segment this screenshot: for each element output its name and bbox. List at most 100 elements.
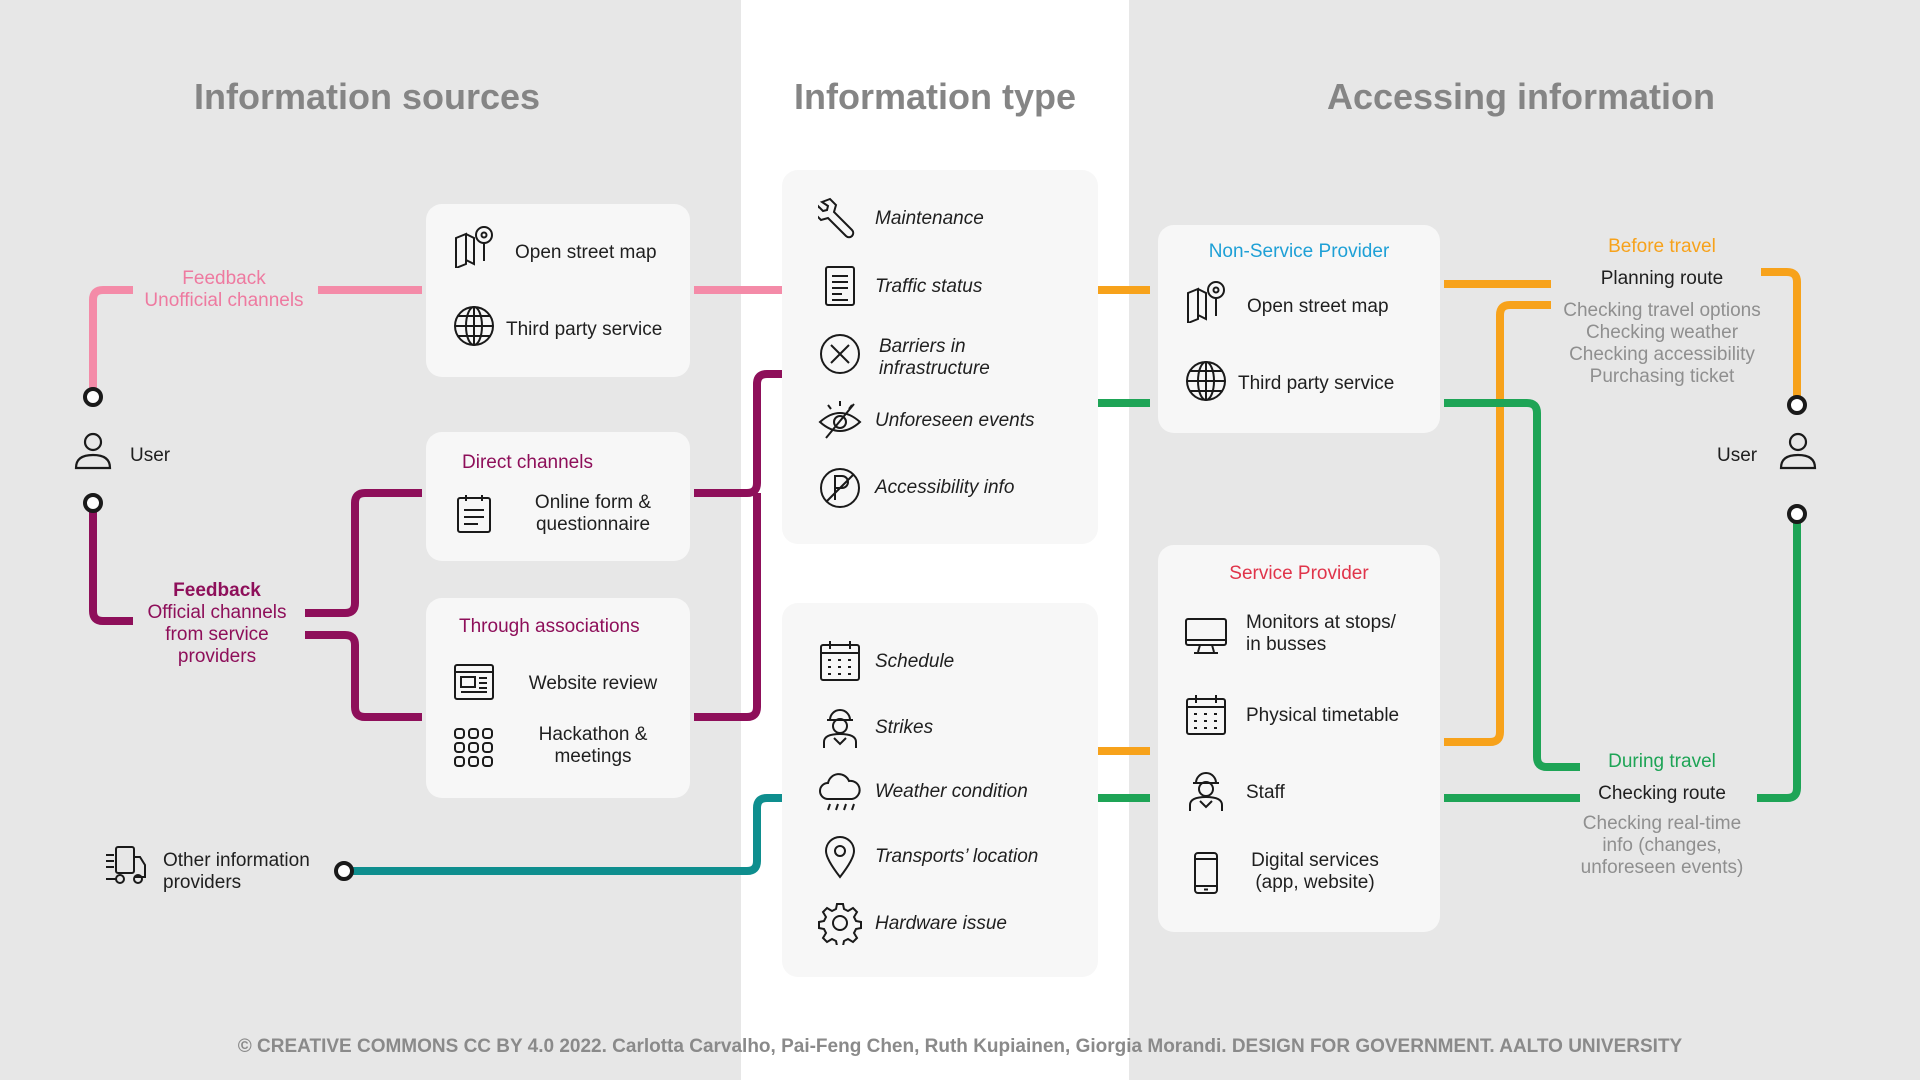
feedback-unofficial-line2: Unofficial channels: [144, 290, 304, 311]
footer-credits: © CREATIVE COMMONS CC BY 4.0 2022. Carlo…: [237, 1036, 1683, 1057]
cloud-rain-icon: [818, 771, 862, 815]
card-service-provider: Service Provider Monitors at stops/ in b…: [1158, 545, 1440, 932]
user-icon: [71, 428, 115, 472]
monitor-icon: [1184, 613, 1228, 657]
accessibility-icon: [818, 466, 862, 510]
type-maintenance: Maintenance: [875, 208, 984, 229]
purple-line-to-type: [694, 370, 794, 497]
card-non-service-provider: Non-Service Provider Open street map Thi…: [1158, 225, 1440, 433]
before-travel-subs: Checking travel options Checking weather…: [1512, 300, 1812, 388]
website-icon: [452, 660, 496, 704]
access-staff: Staff: [1246, 782, 1285, 803]
column-title-type: Information type: [793, 76, 1076, 117]
other-providers-line2: providers: [163, 872, 242, 893]
type-transports-location: Transports’ location: [875, 846, 1039, 867]
before-sub-ticket: Purchasing ticket: [1589, 366, 1735, 387]
feedback-official-line4: providers: [177, 646, 257, 667]
access-digital-line1: Digital services: [1251, 850, 1379, 871]
source-open-street-map: Open street map: [515, 242, 657, 263]
worker-icon: [1184, 769, 1228, 813]
type-accessibility: Accessibility info: [875, 477, 1015, 498]
source-hackathon-line1: Hackathon &: [538, 724, 648, 745]
type-barriers-line2: infrastructure: [879, 358, 990, 379]
before-sub-travel-options: Checking travel options: [1563, 300, 1761, 321]
column-title-accessing: Accessing information: [1326, 76, 1716, 117]
teal-line: [344, 794, 794, 875]
other-providers-line1: Other information: [163, 850, 310, 871]
feedback-official-line2: Official channels: [147, 602, 287, 623]
pink-line-user: [89, 286, 133, 397]
user-icon: [1776, 428, 1820, 472]
type-schedule: Schedule: [875, 651, 955, 672]
phone-icon: [1184, 851, 1228, 895]
calendar-icon: [818, 639, 862, 683]
globe-icon: [452, 304, 496, 348]
document-icon: [818, 264, 862, 308]
form-icon: [452, 492, 496, 536]
access-digital-services: Digital services (app, website): [1240, 850, 1390, 894]
access-monitors-line2: in busses: [1246, 634, 1327, 655]
source-online-form: Online form & questionnaire: [508, 492, 678, 536]
access-third-party: Third party service: [1238, 373, 1395, 394]
node-right-user-top: [1787, 395, 1807, 415]
wrench-icon: [818, 196, 862, 240]
associations-header: Through associations: [459, 616, 640, 637]
before-travel-header: Before travel: [1608, 236, 1716, 257]
truck-icon: [104, 843, 148, 887]
node-user-bottom: [83, 493, 103, 513]
grid-icon: [452, 726, 496, 770]
planning-route: Planning route: [1600, 268, 1724, 289]
type-barriers: Barriers in infrastructure: [879, 336, 990, 380]
column-title-sources: Information sources: [193, 76, 541, 117]
card-info-types-2: Schedule Strikes Weather condition Trans…: [782, 603, 1098, 977]
type-traffic-status: Traffic status: [875, 276, 983, 297]
feedback-official-line1: Feedback: [173, 580, 261, 601]
type-unforeseen: Unforeseen events: [875, 410, 1035, 431]
cross-circle-icon: [818, 332, 862, 376]
during-travel-subs: Checking real-time info (changes, unfore…: [1512, 813, 1812, 879]
calendar-icon: [1184, 693, 1228, 737]
source-hackathon: Hackathon & meetings: [508, 724, 678, 768]
access-open-street-map: Open street map: [1247, 296, 1389, 317]
gear-icon: [818, 901, 862, 945]
orange-line-timetable: [1444, 301, 1551, 746]
access-monitors: Monitors at stops/ in busses: [1246, 612, 1396, 656]
right-user-label: User: [1717, 445, 1758, 466]
purple-line-assoc-to-type: [694, 493, 761, 721]
card-direct-channels: Direct channels Online form & questionna…: [426, 432, 690, 561]
during-sub-unforeseen: unforeseen events): [1580, 857, 1744, 878]
other-providers: Other information providers: [163, 850, 310, 894]
type-weather: Weather condition: [875, 781, 1028, 802]
during-travel-header: During travel: [1608, 751, 1716, 772]
purple-line-user: [89, 503, 133, 625]
node-right-user-bottom: [1787, 504, 1807, 524]
card-unofficial-sources: Open street map Third party service: [426, 204, 690, 377]
map-pin-icon: [452, 224, 496, 268]
direct-channels-header: Direct channels: [462, 452, 593, 473]
access-digital-line2: (app, website): [1255, 872, 1375, 893]
feedback-official-line3: from service: [165, 624, 269, 645]
before-sub-accessibility: Checking accessibility: [1569, 344, 1755, 365]
type-strikes: Strikes: [875, 717, 934, 738]
node-user-top: [83, 387, 103, 407]
source-hackathon-line2: meetings: [554, 746, 632, 767]
source-third-party: Third party service: [506, 319, 663, 340]
feedback-unofficial-line1: Feedback: [182, 268, 266, 289]
during-sub-realtime: Checking real-time: [1582, 813, 1742, 834]
globe-icon: [1184, 359, 1228, 403]
green-line-user: [1757, 514, 1801, 802]
purple-line-assoc: [305, 631, 422, 721]
type-barriers-line1: Barriers in: [879, 336, 966, 357]
card-associations: Through associations Website review Hack…: [426, 598, 690, 798]
checking-route: Checking route: [1598, 783, 1726, 804]
non-service-header: Non-Service Provider: [1208, 241, 1390, 262]
left-user-label: User: [130, 445, 171, 466]
feedback-official: Feedback Official channels from service …: [117, 580, 317, 668]
eye-off-icon: [818, 398, 862, 442]
worker-icon: [818, 706, 862, 750]
location-pin-icon: [818, 835, 862, 879]
map-pin-icon: [1184, 279, 1228, 323]
source-website-review: Website review: [528, 673, 658, 694]
purple-line-direct: [305, 489, 422, 617]
